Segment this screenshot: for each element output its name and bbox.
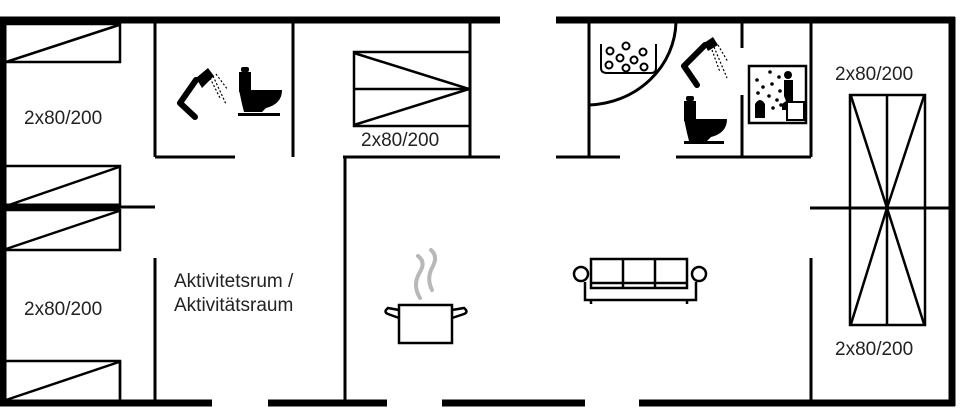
- sauna-icon: [747, 64, 808, 125]
- bed-label-right-top: 2x80/200: [835, 64, 914, 85]
- bed-label-center-top: 2x80/200: [361, 130, 440, 151]
- sofa-icon: [572, 257, 708, 304]
- bed-label-left-bottom: 2x80/200: [24, 299, 103, 320]
- bed-label-left-top: 2x80/200: [24, 108, 103, 129]
- bed-right: [848, 93, 927, 327]
- toilet-icon: [238, 67, 282, 116]
- outer-walls: [0, 16, 956, 407]
- activity-room-label-line2: Aktivitätsraum: [174, 295, 294, 316]
- whirlpool-icon: [600, 41, 657, 74]
- bed-label-right-bottom: 2x80/200: [835, 339, 914, 360]
- bed-left-top: [3, 22, 122, 209]
- cooking-pot-icon: [384, 248, 468, 345]
- activity-room-label: Aktivitetsrum / Aktivitätsraum: [174, 270, 293, 318]
- bed-left-bottom: [3, 208, 122, 403]
- shower-icon-right: [681, 37, 729, 88]
- bed-center-top: [352, 50, 472, 128]
- toilet-icon-right: [684, 96, 727, 144]
- shower-icon: [177, 68, 229, 120]
- activity-room-label-line1: Aktivitetsrum /: [174, 271, 294, 292]
